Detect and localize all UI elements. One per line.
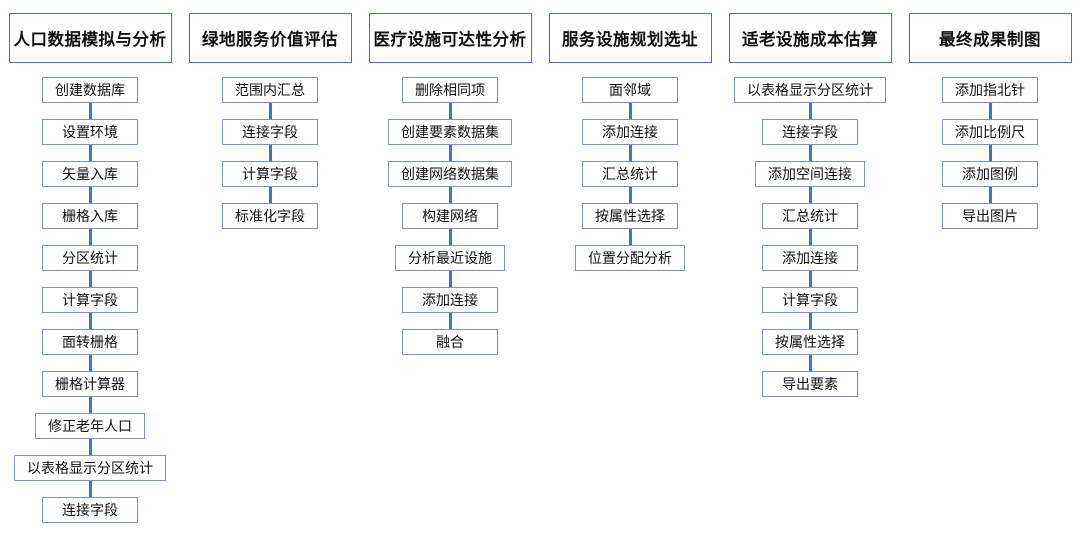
flow-step-box: 添加图例 (942, 161, 1038, 187)
column-steps: 创建数据库设置环境矢量入库栅格入库分区统计计算字段面转栅格栅格计算器修正老年人口… (14, 77, 166, 523)
workflow-column-4: 服务设施规划选址 面邻域添加连接汇总统计按属性选择位置分配分析 (540, 13, 720, 540)
flow-step-box: 创建要素数据集 (388, 119, 512, 145)
connector-line (448, 313, 452, 329)
flow-step-box: 汇总统计 (762, 203, 858, 229)
connector-line (808, 103, 812, 119)
workflow-column-1: 人口数据模拟与分析 创建数据库设置环境矢量入库栅格入库分区统计计算字段面转栅格栅… (0, 13, 180, 540)
column-header: 适老设施成本估算 (728, 13, 892, 63)
workflow-column-3: 医疗设施可达性分析 删除相同项创建要素数据集创建网络数据集构建网络分析最近设施添… (360, 13, 540, 540)
column-header: 医疗设施可达性分析 (368, 13, 532, 63)
flow-step-box: 标准化字段 (222, 203, 318, 229)
connector-line (88, 397, 92, 413)
connector-line (88, 271, 92, 287)
flow-step-box: 导出图片 (942, 203, 1038, 229)
workflow-column-2: 绿地服务价值评估 范围内汇总连接字段计算字段标准化字段 (180, 13, 360, 540)
connector-line (268, 145, 272, 161)
connector-line (448, 271, 452, 287)
flow-step-box: 面邻域 (582, 77, 678, 103)
column-steps: 面邻域添加连接汇总统计按属性选择位置分配分析 (575, 77, 685, 271)
connector-line (448, 229, 452, 245)
flow-step-box: 汇总统计 (582, 161, 678, 187)
flow-step-box: 范围内汇总 (222, 77, 318, 103)
connector-line (88, 103, 92, 119)
column-steps: 添加指北针添加比例尺添加图例导出图片 (942, 77, 1038, 229)
connector-line (628, 229, 632, 245)
flow-step-box: 添加连接 (762, 245, 858, 271)
flow-step-box: 按属性选择 (762, 329, 858, 355)
connector-line (808, 187, 812, 203)
column-header: 最终成果制图 (908, 13, 1072, 63)
connector-line (268, 187, 272, 203)
connector-line (88, 313, 92, 329)
flow-step-box: 计算字段 (762, 287, 858, 313)
flow-step-box: 计算字段 (42, 287, 138, 313)
connector-line (988, 145, 992, 161)
connector-line (268, 103, 272, 119)
connector-line (628, 103, 632, 119)
connector-line (88, 187, 92, 203)
workflow-column-5: 适老设施成本估算 以表格显示分区统计连接字段添加空间连接汇总统计添加连接计算字段… (720, 13, 900, 540)
flow-step-box: 以表格显示分区统计 (14, 455, 166, 481)
flow-step-box: 添加连接 (582, 119, 678, 145)
flow-step-box: 添加连接 (402, 287, 498, 313)
flow-step-box: 创建网络数据集 (388, 161, 512, 187)
flow-step-box: 连接字段 (762, 119, 858, 145)
connector-line (88, 481, 92, 497)
flow-step-box: 分区统计 (42, 245, 138, 271)
connector-line (988, 103, 992, 119)
connector-line (808, 271, 812, 287)
flow-step-box: 栅格入库 (42, 203, 138, 229)
connector-line (808, 313, 812, 329)
flow-step-box: 添加空间连接 (755, 161, 865, 187)
flow-step-box: 面转栅格 (42, 329, 138, 355)
flow-step-box: 位置分配分析 (575, 245, 685, 271)
connector-line (628, 187, 632, 203)
flow-step-box: 连接字段 (42, 497, 138, 523)
flow-step-box: 以表格显示分区统计 (734, 77, 886, 103)
flow-step-box: 计算字段 (222, 161, 318, 187)
connector-line (808, 355, 812, 371)
connector-line (88, 355, 92, 371)
flow-step-box: 创建数据库 (42, 77, 138, 103)
connector-line (808, 229, 812, 245)
connector-line (88, 229, 92, 245)
connector-line (448, 145, 452, 161)
connector-line (448, 187, 452, 203)
connector-line (88, 439, 92, 455)
connector-line (628, 145, 632, 161)
flow-step-box: 连接字段 (222, 119, 318, 145)
flow-step-box: 矢量入库 (42, 161, 138, 187)
workflow-column-6: 最终成果制图 添加指北针添加比例尺添加图例导出图片 (900, 13, 1080, 540)
column-header: 绿地服务价值评估 (188, 13, 352, 63)
flow-step-box: 添加比例尺 (942, 119, 1038, 145)
flow-step-box: 删除相同项 (402, 77, 498, 103)
column-steps: 删除相同项创建要素数据集创建网络数据集构建网络分析最近设施添加连接融合 (388, 77, 512, 355)
flow-step-box: 构建网络 (402, 203, 498, 229)
column-header: 服务设施规划选址 (548, 13, 712, 63)
flow-step-box: 设置环境 (42, 119, 138, 145)
connector-line (88, 145, 92, 161)
connector-line (808, 145, 812, 161)
flow-step-box: 修正老年人口 (35, 413, 145, 439)
flow-step-box: 按属性选择 (582, 203, 678, 229)
connector-line (448, 103, 452, 119)
flow-step-box: 分析最近设施 (395, 245, 505, 271)
column-steps: 范围内汇总连接字段计算字段标准化字段 (222, 77, 318, 229)
flow-step-box: 导出要素 (762, 371, 858, 397)
column-header: 人口数据模拟与分析 (8, 13, 172, 63)
flow-step-box: 栅格计算器 (42, 371, 138, 397)
flow-step-box: 添加指北针 (942, 77, 1038, 103)
flow-step-box: 融合 (402, 329, 498, 355)
column-steps: 以表格显示分区统计连接字段添加空间连接汇总统计添加连接计算字段按属性选择导出要素 (734, 77, 886, 397)
connector-line (988, 187, 992, 203)
